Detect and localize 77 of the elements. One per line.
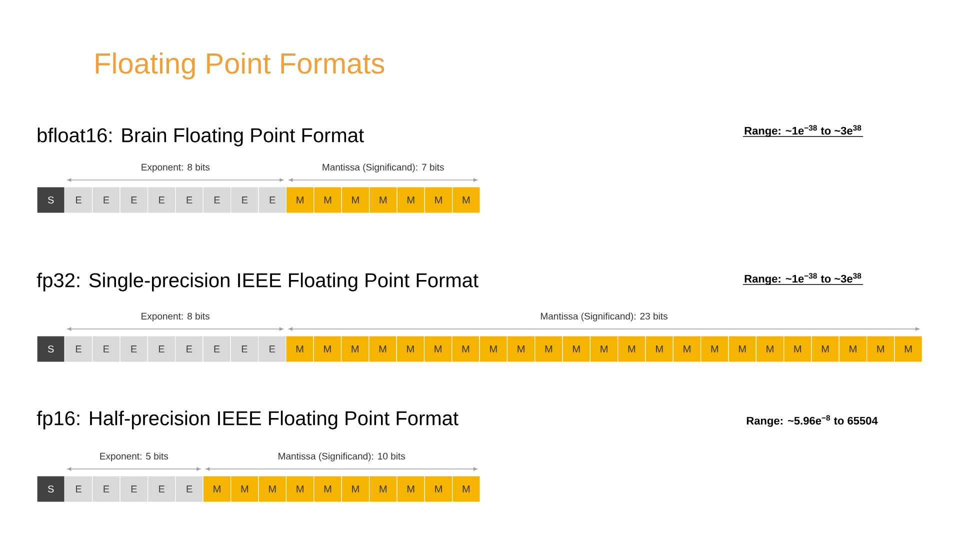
bit-cell: M <box>590 336 618 362</box>
bit-cell: M <box>286 336 314 362</box>
bit-cell: M <box>618 336 646 362</box>
bit-cell: M <box>286 186 314 214</box>
bit-cell: E <box>120 476 148 502</box>
bit-cell: S <box>36 476 65 502</box>
bit-cell: M <box>784 336 812 362</box>
dimension-label: Exponent: 8 bits <box>142 164 210 172</box>
bit-cell: M <box>838 336 868 362</box>
bit-cell: M <box>811 336 840 362</box>
bit-cell: M <box>368 476 398 502</box>
bit-cell: E <box>147 336 176 362</box>
bit-cell: M <box>424 476 453 502</box>
bit-cell: M <box>700 336 729 362</box>
bit-cell: S <box>36 336 65 362</box>
bit-cell: M <box>368 336 397 362</box>
bit-cell: M <box>645 336 674 362</box>
bit-cell: E <box>120 186 148 214</box>
bit-cell: M <box>672 336 702 362</box>
dimension-label: Mantissa (Significand): 10 bits <box>278 452 406 462</box>
dimension-label: Exponent: 8 bits <box>142 312 210 322</box>
bit-cell: E <box>92 476 120 502</box>
bit-cell: E <box>175 336 204 362</box>
bit-cell: M <box>534 336 563 362</box>
bit-cell: E <box>258 336 286 362</box>
dimension-label: Mantissa (Significand): 7 bits <box>322 164 444 172</box>
bit-cell: E <box>147 186 176 214</box>
bit-cell: M <box>756 336 784 362</box>
bit-cell: M <box>396 186 425 214</box>
bit-cell: E <box>258 186 287 214</box>
range-text: Range: ~1e$^{−38}$ to ~3e$^{38}$ <box>742 125 864 137</box>
range-text: Range: ~1e$^{−38}$ to ~3e$^{38}$ <box>742 273 864 285</box>
bit-cell: M <box>341 476 370 502</box>
bit-cell: M <box>452 186 480 214</box>
bit-cell: E <box>175 476 204 502</box>
dimension-label: Mantissa (Significand): 23 bits <box>541 312 668 322</box>
bit-cell: M <box>314 476 342 502</box>
bit-cell: M <box>452 476 480 502</box>
bit-cell: M <box>396 336 425 362</box>
bit-cell: E <box>64 336 93 362</box>
bit-cell: E <box>92 186 120 214</box>
bit-cell: E <box>64 186 93 214</box>
bit-cell: M <box>313 336 342 362</box>
bit-cell: E <box>202 186 232 214</box>
bit-cell: E <box>120 336 148 362</box>
bit-cell: M <box>506 336 536 362</box>
bit-cell: E <box>175 186 204 214</box>
bit-cell: M <box>396 476 425 502</box>
bit-cell: M <box>258 476 287 502</box>
bit-cell: M <box>479 336 508 362</box>
bit-cell: E <box>64 476 93 502</box>
bit-cell: E <box>230 336 259 362</box>
bit-cell: M <box>230 476 259 502</box>
title: Floating Point Formats <box>96 52 384 80</box>
bit-cell: E <box>92 336 120 362</box>
format-heading: fp32: Single-precision IEEE Floating Point Format <box>36 272 478 292</box>
bit-cell: M <box>728 336 756 362</box>
bit-cell: M <box>452 336 480 362</box>
bit-cell: E <box>230 186 259 214</box>
bit-cell: M <box>894 336 922 362</box>
bit-cell: M <box>314 186 342 214</box>
range-text: Range: ~5.96e$^{−8}$ to 65504 <box>746 415 878 427</box>
bit-cell: M <box>424 336 452 362</box>
bit-cell: M <box>424 186 453 214</box>
bit-cell: M <box>341 186 370 214</box>
dimension-label: Exponent: 5 bits <box>100 452 168 462</box>
bit-cell: M <box>562 336 590 362</box>
bit-cell: M <box>340 336 370 362</box>
bit-cell: M <box>286 476 314 502</box>
bit-cell: S <box>36 186 65 214</box>
bit-cell: E <box>147 476 176 502</box>
bit-cell: M <box>368 186 398 214</box>
bit-cell: M <box>202 476 232 502</box>
format-heading: bfloat16: Brain Floating Point Format <box>38 128 364 146</box>
bit-cell: M <box>866 336 895 362</box>
format-heading: fp16: Half-precision IEEE Floating Point Format <box>36 410 458 430</box>
bit-cell: E <box>202 336 231 362</box>
